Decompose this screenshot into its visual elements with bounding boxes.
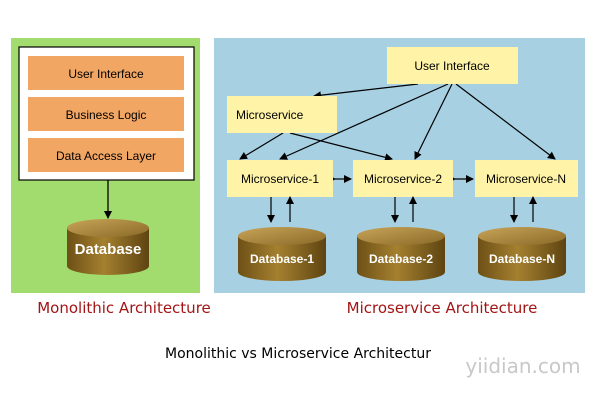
monolith-database-cylinder: Database [67,219,149,275]
microservice-gateway-box: Microservice [227,96,337,133]
layer-label: User Interface [68,67,144,81]
database-n-cylinder: Database-N [478,227,566,281]
user-interface-box: User Interface [387,47,518,84]
watermark: yiidian.com [465,354,580,378]
microservice-2-label: Microservice-2 [364,172,442,186]
microservice-n-label: Microservice-N [486,172,566,186]
monolith-layer-business-logic: Business Logic [28,97,184,131]
database-label: Database [75,241,142,258]
microservice-2-box: Microservice-2 [353,160,453,197]
microservice-n-box: Microservice-N [475,160,578,197]
microservice-gateway-label: Microservice [236,108,304,122]
database-n-label: Database-N [489,252,555,266]
ui-to-service-n-arrow [455,83,556,160]
database-1-cylinder: Database-1 [238,227,326,281]
gateway-to-service-2-arrow [289,132,393,162]
user-interface-label: User Interface [414,59,490,73]
layer-label: Data Access Layer [56,149,156,163]
microservice-1-label: Microservice-1 [241,172,319,186]
ui-to-service-2-arrow [414,83,453,160]
microservice-1-box: Microservice-1 [227,160,333,197]
monolithic-caption: Monolithic Architecture [37,299,211,317]
gateway-to-service-1-arrow [239,132,284,160]
microservice-caption: Microservice Architecture [347,299,538,317]
layer-label: Business Logic [66,108,147,122]
monolith-layer-user-interface: User Interface [28,56,184,90]
ui-to-service-1-arrow [279,83,449,160]
database-2-label: Database-2 [369,252,433,266]
figure-title: Monolithic vs Microservice Architectur [165,346,431,362]
ui-to-gateway-arrow [313,83,419,100]
database-1-label: Database-1 [250,252,314,266]
database-2-cylinder: Database-2 [357,227,445,281]
monolith-layer-data-access: Data Access Layer [28,138,184,172]
